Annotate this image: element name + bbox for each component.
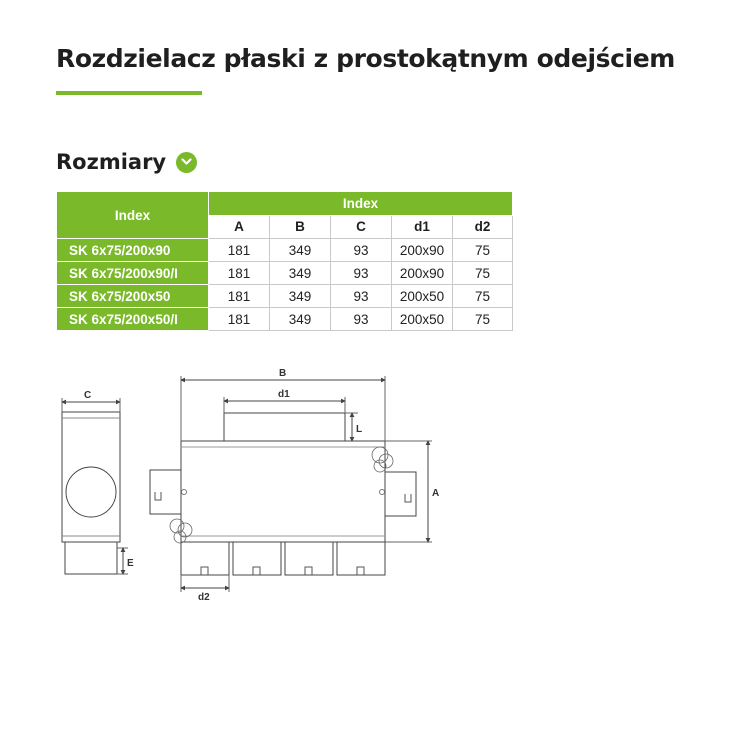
label-d2: d2 (198, 592, 210, 603)
top-outlet (223, 412, 346, 442)
table-cell: 349 (269, 307, 331, 331)
label-b: B (279, 368, 286, 379)
section-title: Rozmiary (56, 150, 167, 174)
table-cell: 75 (452, 261, 513, 285)
table-cell: 75 (452, 238, 513, 262)
column-header: d2 (452, 214, 513, 239)
table-cell: 93 (330, 238, 392, 262)
side-spigot (64, 541, 118, 575)
table-cell: 93 (330, 307, 392, 331)
bottom-spigot-1 (180, 541, 230, 576)
clip-symbol-left (169, 518, 193, 544)
row-name: SK 6x75/200x90/I (56, 261, 209, 285)
table-cell: 200x90 (391, 261, 453, 285)
label-l: L (356, 424, 362, 435)
bottom-spigot-2 (232, 541, 282, 576)
label-c: C (84, 390, 91, 401)
table-cell: 349 (269, 284, 331, 308)
table-cell: 75 (452, 284, 513, 308)
title-underline (56, 91, 202, 95)
table-cell: 181 (208, 307, 270, 331)
side-outlet-circle (65, 466, 117, 518)
dimensions-table: Index Index A B C d1 d2 SK 6x75/200x90 1… (56, 191, 513, 331)
label-e: E (127, 558, 134, 569)
table-cell: 200x90 (391, 238, 453, 262)
label-d1: d1 (278, 389, 290, 400)
table-cell: 93 (330, 261, 392, 285)
label-a: A (432, 488, 439, 499)
table-row: SK 6x75/200x50/I 181 349 93 200x50 75 (56, 307, 513, 331)
section-header[interactable]: Rozmiary (56, 150, 198, 174)
table-row: SK 6x75/200x90/I 181 349 93 200x90 75 (56, 261, 513, 285)
page-title: Rozdzielacz płaski z prostokątnym odejśc… (56, 44, 675, 73)
side-view (61, 398, 128, 575)
bottom-spigot-4 (336, 541, 386, 576)
column-header: A (208, 214, 270, 239)
row-name: SK 6x75/200x90 (56, 238, 209, 262)
bottom-spigot-3 (284, 541, 334, 576)
right-spigot (384, 471, 417, 517)
column-header: B (269, 214, 331, 239)
row-name: SK 6x75/200x50/I (56, 307, 209, 331)
table-cell: 75 (452, 307, 513, 331)
front-view (149, 376, 432, 592)
table-cell: 200x50 (391, 307, 453, 331)
table-cell: 93 (330, 284, 392, 308)
clip-symbol-right (371, 446, 394, 473)
table-subheader-row: A B C d1 d2 (57, 214, 513, 239)
chevron-down-icon[interactable] (176, 151, 198, 173)
index-group-header: Index (208, 191, 513, 216)
front-body (180, 440, 386, 543)
